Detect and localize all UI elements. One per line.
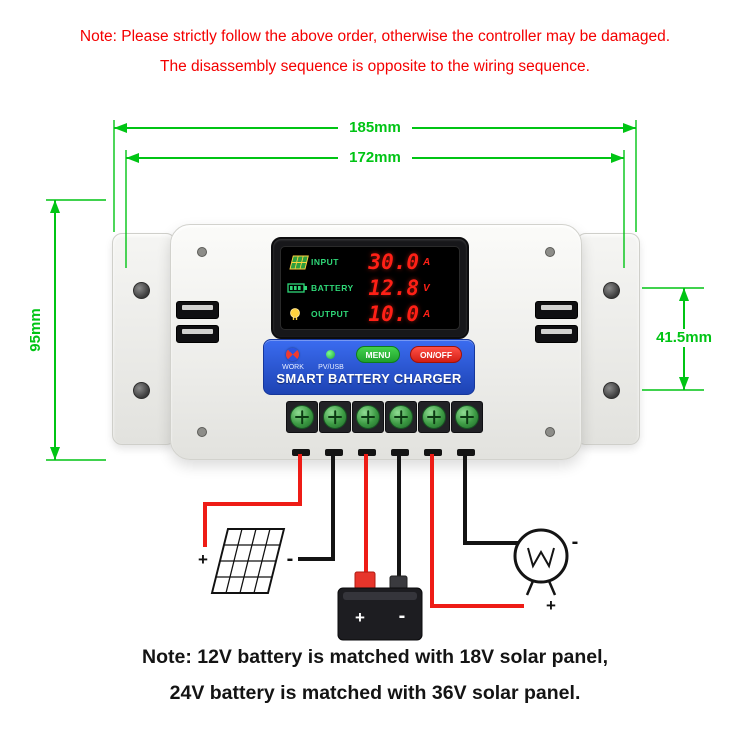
terminal-load-minus <box>451 401 483 433</box>
battery-symbol: + - <box>337 571 423 641</box>
onoff-button: ON/OFF <box>410 346 462 363</box>
mounting-hole <box>603 382 620 399</box>
brand-text: SMART BATTERY CHARGER <box>276 371 462 386</box>
case-screw <box>197 427 207 437</box>
display-value: 12.8 <box>368 276 419 300</box>
menu-button: MENU <box>356 346 400 363</box>
display-unit: A <box>423 308 431 320</box>
solar-panel-icon <box>287 255 311 270</box>
wire-slot <box>292 449 310 456</box>
usb-port <box>535 301 578 319</box>
wire-solar-plus <box>203 454 302 547</box>
load-minus-label: - <box>572 531 579 553</box>
lamp-bulb <box>513 528 569 584</box>
battery-minus-label: - <box>399 605 406 627</box>
mounting-hole <box>603 282 620 299</box>
terminal-battery-plus <box>352 401 384 433</box>
wire-load-plus <box>430 454 524 608</box>
top-warning-line2: The disassembly sequence is opposite to … <box>160 58 590 75</box>
usb-port <box>535 325 578 343</box>
work-indicator-icon <box>286 348 299 361</box>
wire-load-minus <box>463 454 519 545</box>
display-unit: V <box>423 282 430 294</box>
wire-solar-minus <box>298 454 335 561</box>
terminal-screw <box>290 405 314 429</box>
display-row-output: OUTPUT 10.0 A <box>287 302 453 327</box>
case-screw <box>545 427 555 437</box>
dimension-label-inner-width: 172mm <box>338 149 412 167</box>
terminal-screw <box>389 405 413 429</box>
battery-highlight <box>343 592 417 600</box>
wire-slot <box>424 449 442 456</box>
battery-positive-cap <box>354 571 376 590</box>
battery-icon <box>287 282 311 294</box>
battery-body <box>337 587 423 641</box>
led-label: PV/USB <box>318 364 344 371</box>
dimension-label-height: 95mm <box>27 308 44 352</box>
wire-slot <box>358 449 376 456</box>
display-bezel: INPUT 30.0 A BATTERY 12.8 V OUTPUT <box>271 237 469 339</box>
wiring-layer <box>203 454 524 608</box>
bottom-note-line1: Note: 12V battery is matched with 18V so… <box>142 646 608 668</box>
solar-minus-label: - <box>287 548 294 570</box>
display-label: BATTERY <box>311 283 354 293</box>
lcd-screen: INPUT 30.0 A BATTERY 12.8 V OUTPUT <box>280 246 460 330</box>
mounting-hole <box>133 282 150 299</box>
case-screw <box>545 247 555 257</box>
terminal-load-plus <box>418 401 450 433</box>
terminal-screw <box>356 405 380 429</box>
usb-port <box>176 301 219 319</box>
display-value: 10.0 <box>368 302 419 326</box>
lamp-filament <box>527 547 555 569</box>
display-row-input: INPUT 30.0 A <box>287 250 453 275</box>
display-label: INPUT <box>311 257 339 267</box>
top-warning-line1: Note: Please strictly follow the above o… <box>79 28 671 45</box>
mounting-hole <box>133 382 150 399</box>
display-unit: A <box>423 256 431 268</box>
usb-port <box>176 325 219 343</box>
terminal-screw <box>422 405 446 429</box>
control-panel: WORK PV/USB MENU ON/OFF SMART BATTERY CH… <box>263 339 475 395</box>
lamp-symbol: - + <box>513 528 579 615</box>
status-indicator-icon <box>326 350 335 359</box>
dimension-label-hole-spacing: 41.5mm <box>650 329 718 347</box>
terminal-screw <box>323 405 347 429</box>
terminal-pv-minus <box>319 401 351 433</box>
wire-slot <box>391 449 409 456</box>
dimension-label-outer-width: 185mm <box>338 119 412 137</box>
battery-negative-cap <box>389 575 408 590</box>
controller-body: INPUT 30.0 A BATTERY 12.8 V OUTPUT <box>170 224 582 460</box>
wire-slot <box>325 449 343 456</box>
mounting-ear-right <box>576 233 640 445</box>
load-plus-label: + <box>546 596 556 615</box>
lamp-icon <box>287 307 311 322</box>
terminal-battery-minus <box>385 401 417 433</box>
case-screw <box>197 247 207 257</box>
wire-slot <box>457 449 475 456</box>
display-row-battery: BATTERY 12.8 V <box>287 276 453 301</box>
mounting-ear-left <box>112 233 176 445</box>
solar-panel-symbol: + - <box>198 528 294 594</box>
led-label: WORK <box>282 364 304 371</box>
solar-plus-label: + <box>198 550 208 569</box>
display-value: 30.0 <box>368 250 419 274</box>
display-label: OUTPUT <box>311 309 349 319</box>
terminal-screw <box>455 405 479 429</box>
battery-plus-label: + <box>355 608 365 627</box>
terminal-pv-plus <box>286 401 318 433</box>
bottom-note-line2: 24V battery is matched with 36V solar pa… <box>169 682 581 704</box>
lamp-legs <box>525 580 557 596</box>
